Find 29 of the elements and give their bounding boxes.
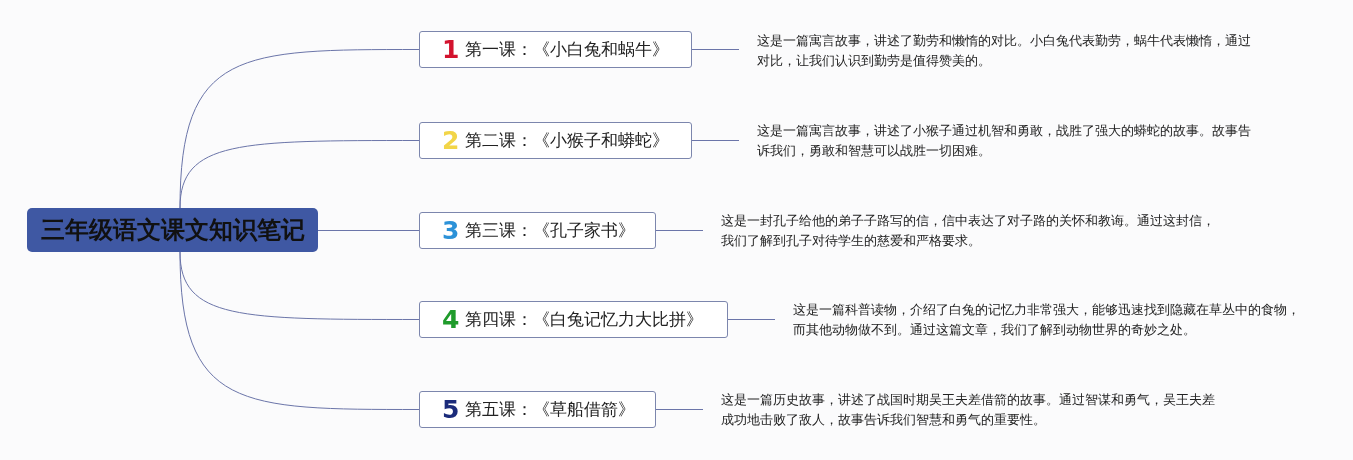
description-text: 这是一篇历史故事，讲述了战国时期吴王夫差借箭的故事。通过智谋和勇气，吴王夫差成功地击败了敌人，故事告诉我们智慧和勇气的重要性。 bbox=[721, 391, 1216, 429]
connector-line bbox=[655, 230, 704, 231]
topic-title: 第一课：《小白兔和蜗牛》 bbox=[465, 38, 670, 61]
connector-line bbox=[727, 319, 776, 320]
connector-line bbox=[317, 230, 420, 231]
topic-box bbox=[419, 391, 656, 428]
number-label: 5 bbox=[442, 397, 460, 422]
topic-title: 第五课：《草船借箭》 bbox=[465, 398, 636, 421]
description-text: 这是一封孔子给他的弟子子路写的信，信中表达了对子路的关怀和教诲。通过这封信，我们了解到孔子对待学生的慈爱和严格要求。 bbox=[721, 212, 1216, 250]
topic-box bbox=[419, 122, 692, 159]
number-label: 3 bbox=[442, 218, 460, 243]
connector-line bbox=[179, 251, 420, 410]
topic-box bbox=[419, 301, 728, 338]
description-text: 这是一篇科普读物，介绍了白兔的记忆力非常强大，能够迅速找到隐藏在草丛中的食物，而其他动物做不到。通过这篇文章，我们了解到动物世界的奇妙之处。 bbox=[793, 301, 1301, 339]
connector-line bbox=[179, 140, 420, 209]
central-topic: 三年级语文课文知识笔记 bbox=[27, 208, 318, 252]
number-label: 4 bbox=[442, 307, 460, 332]
topic-box bbox=[419, 212, 656, 249]
connector-line bbox=[691, 140, 740, 141]
connector-line bbox=[691, 49, 740, 50]
number-label: 1 bbox=[442, 37, 460, 62]
topic-title: 第四课：《白兔记忆力大比拼》 bbox=[465, 308, 704, 331]
description-text: 这是一篇寓言故事，讲述了勤劳和懒惰的对比。小白兔代表勤劳，蜗牛代表懒惰，通过对比，让我们认识到勤劳是值得赞美的。 bbox=[757, 32, 1252, 70]
topic-title: 第三课：《孔子家书》 bbox=[465, 219, 636, 242]
number-label: 2 bbox=[442, 128, 460, 153]
description-text: 这是一篇寓言故事，讲述了小猴子通过机智和勇敢，战胜了强大的蟒蛇的故事。故事告诉我们，勇敢和智慧可以战胜一切困难。 bbox=[757, 122, 1252, 160]
topic-title: 第二课：《小猴子和蟒蛇》 bbox=[465, 129, 670, 152]
connector-line bbox=[655, 409, 704, 410]
topic-box bbox=[419, 31, 692, 68]
